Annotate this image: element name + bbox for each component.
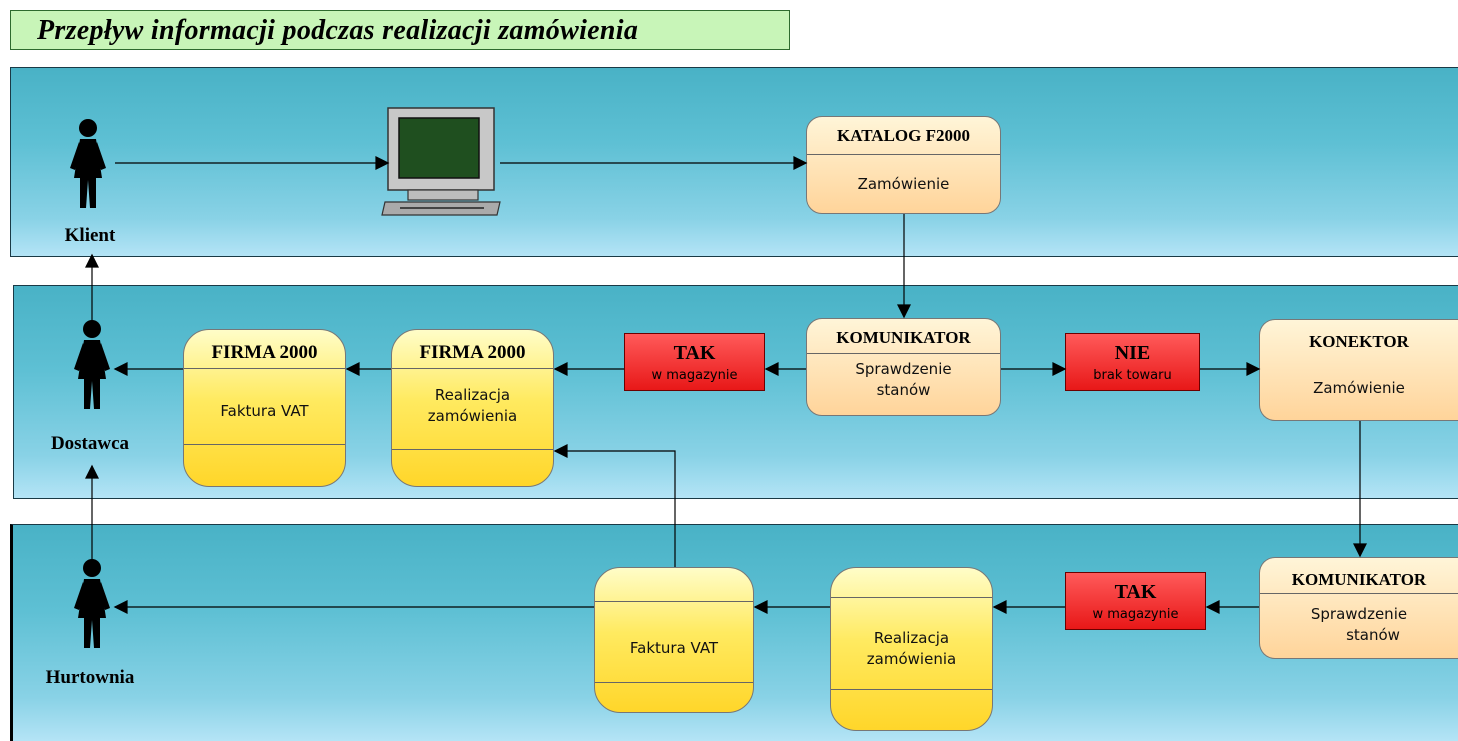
komunikator-body: Sprawdzenie stanów <box>807 359 1000 401</box>
komunikator-separator <box>807 353 1000 354</box>
diagram-title-box: Przepływ informacji podczas realizacji z… <box>10 10 790 50</box>
katalog-separator <box>807 154 1000 155</box>
firma-realizacja-body: Realizacja zamówienia <box>392 385 553 427</box>
lane-klient <box>10 67 1458 257</box>
komunikator-hurt-separator <box>1260 593 1458 594</box>
komunikator-line1: Sprawdzenie <box>855 360 952 378</box>
realizacja-hurt-line2: zamówienia <box>866 650 957 668</box>
tak-box-dostawca: TAK w magazynie <box>624 333 765 391</box>
firma-realizacja-line1: Realizacja <box>434 386 511 404</box>
realizacja-hurt-body: Realizacja zamówienia <box>831 628 992 670</box>
firma-realizacja-box: FIRMA 2000 Realizacja zamówienia <box>391 329 554 487</box>
firma-realizacja-line2: zamówienia <box>427 407 518 425</box>
komunikator-hurt-header: KOMUNIKATOR <box>1291 570 1427 589</box>
firma-faktura-separator-top <box>184 368 345 369</box>
komunikator-header: KOMUNIKATOR <box>836 328 971 347</box>
firma-realizacja-header: FIRMA 2000 <box>419 342 526 363</box>
komunikator-box-hurtownia: KOMUNIKATOR Sprawdzenie stanów <box>1259 557 1458 659</box>
tak-sub: w magazynie <box>651 368 738 383</box>
realizacja-hurt-separator-bottom <box>831 689 992 690</box>
konektor-box: KONEKTOR Zamówienie <box>1259 319 1458 421</box>
realizacja-hurt-separator-top <box>831 597 992 598</box>
konektor-body: Zamówienie <box>1313 379 1405 397</box>
komunikator-box-dostawca: KOMUNIKATOR Sprawdzenie stanów <box>806 318 1001 416</box>
firma-faktura-header: FIRMA 2000 <box>211 342 318 363</box>
katalog-box: KATALOG F2000 Zamówienie <box>806 116 1001 214</box>
tak-hurt-sub: w magazynie <box>1092 607 1179 622</box>
faktura-hurt-body: Faktura VAT <box>629 639 719 657</box>
konektor-header: KONEKTOR <box>1309 332 1409 351</box>
faktura-hurt-separator-top <box>595 601 753 602</box>
faktura-box-hurtownia: Faktura VAT <box>594 567 754 713</box>
firma-realizacja-separator-top <box>392 368 553 369</box>
komunikator-line2: stanów <box>876 381 931 399</box>
komunikator-hurt-body: Sprawdzenie stanów <box>1260 604 1458 646</box>
komunikator-hurt-line2: stanów <box>1346 626 1400 644</box>
tak-box-hurtownia: TAK w magazynie <box>1065 572 1206 630</box>
katalog-body: Zamówienie <box>857 175 950 193</box>
katalog-header: KATALOG F2000 <box>836 126 970 145</box>
diagram-title: Przepływ informacji podczas realizacji z… <box>37 15 639 46</box>
tak-hurt-title: TAK <box>1114 581 1157 603</box>
firma-realizacja-separator-bottom <box>392 449 553 450</box>
realizacja-hurt-line1: Realizacja <box>873 629 950 647</box>
nie-title: NIE <box>1114 342 1151 364</box>
firma-faktura-box: FIRMA 2000 Faktura VAT <box>183 329 346 487</box>
actor-label-dostawca: Dostawca <box>50 433 130 454</box>
actor-label-klient: Klient <box>64 225 116 246</box>
firma-faktura-separator-bottom <box>184 444 345 445</box>
komunikator-hurt-line1: Sprawdzenie <box>1310 605 1408 623</box>
tak-title: TAK <box>673 342 716 364</box>
firma-faktura-body: Faktura VAT <box>220 402 309 420</box>
actor-label-hurtownia: Hurtownia <box>45 667 135 688</box>
faktura-hurt-separator-bottom <box>595 682 753 683</box>
realizacja-box-hurtownia: Realizacja zamówienia <box>830 567 993 731</box>
nie-box: NIE brak towaru <box>1065 333 1200 391</box>
nie-sub: brak towaru <box>1093 368 1172 383</box>
